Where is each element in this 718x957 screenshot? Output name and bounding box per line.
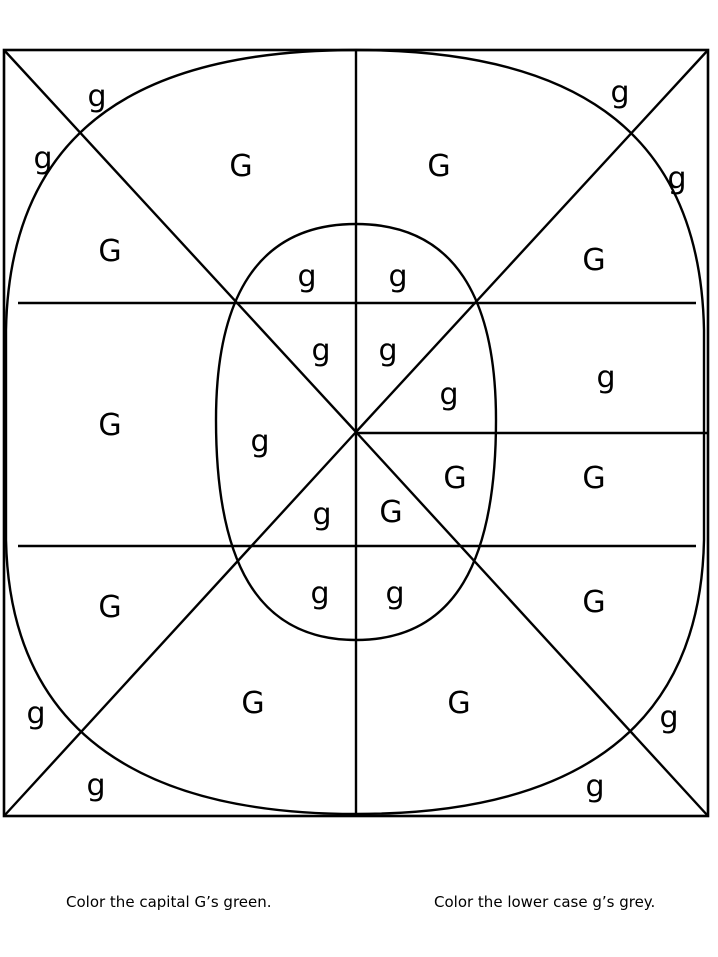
- diagonal-top-left: [3, 49, 357, 433]
- letter-lowercase-g: g: [312, 497, 331, 532]
- letter-capital-g: G: [379, 495, 402, 530]
- letter-lowercase-g: g: [596, 360, 615, 395]
- letter-lowercase-g: g: [87, 79, 106, 114]
- diagonal-top-right: [355, 49, 709, 433]
- letter-capital-g: G: [443, 461, 466, 496]
- letter-capital-g: G: [582, 585, 605, 620]
- letter-lowercase-g: g: [26, 696, 45, 731]
- diagonal-bottom-right: [355, 431, 709, 817]
- letter-capital-g: G: [447, 686, 470, 721]
- letter-lowercase-g: g: [388, 259, 407, 294]
- letter-lowercase-g: g: [659, 700, 678, 735]
- letter-lowercase-g: g: [250, 424, 269, 459]
- letter-capital-g: G: [582, 461, 605, 496]
- letter-lowercase-g: g: [585, 769, 604, 804]
- letter-lowercase-g: g: [439, 377, 458, 412]
- letter-capital-g: G: [427, 149, 450, 184]
- letter-capital-g: G: [98, 590, 121, 625]
- letter-lowercase-g: g: [86, 768, 105, 803]
- letter-capital-g: G: [582, 243, 605, 278]
- letter-lowercase-g: g: [667, 161, 686, 196]
- letter-capital-g: G: [241, 686, 264, 721]
- letter-lowercase-g: g: [311, 333, 330, 368]
- diagonal-bottom-left: [3, 431, 357, 817]
- instruction-lowercase: Color the lower case g’s grey.: [434, 893, 656, 911]
- letter-lowercase-g: g: [33, 141, 52, 176]
- letter-lowercase-g: g: [610, 75, 629, 110]
- letter-capital-g: G: [229, 149, 252, 184]
- letter-lowercase-g: g: [297, 259, 316, 294]
- letter-lowercase-g: g: [310, 576, 329, 611]
- letter-capital-g: G: [98, 234, 121, 269]
- instruction-capital: Color the capital G’s green.: [66, 893, 272, 911]
- letter-capital-g: G: [98, 408, 121, 443]
- letter-lowercase-g: g: [378, 333, 397, 368]
- letter-lowercase-g: g: [385, 576, 404, 611]
